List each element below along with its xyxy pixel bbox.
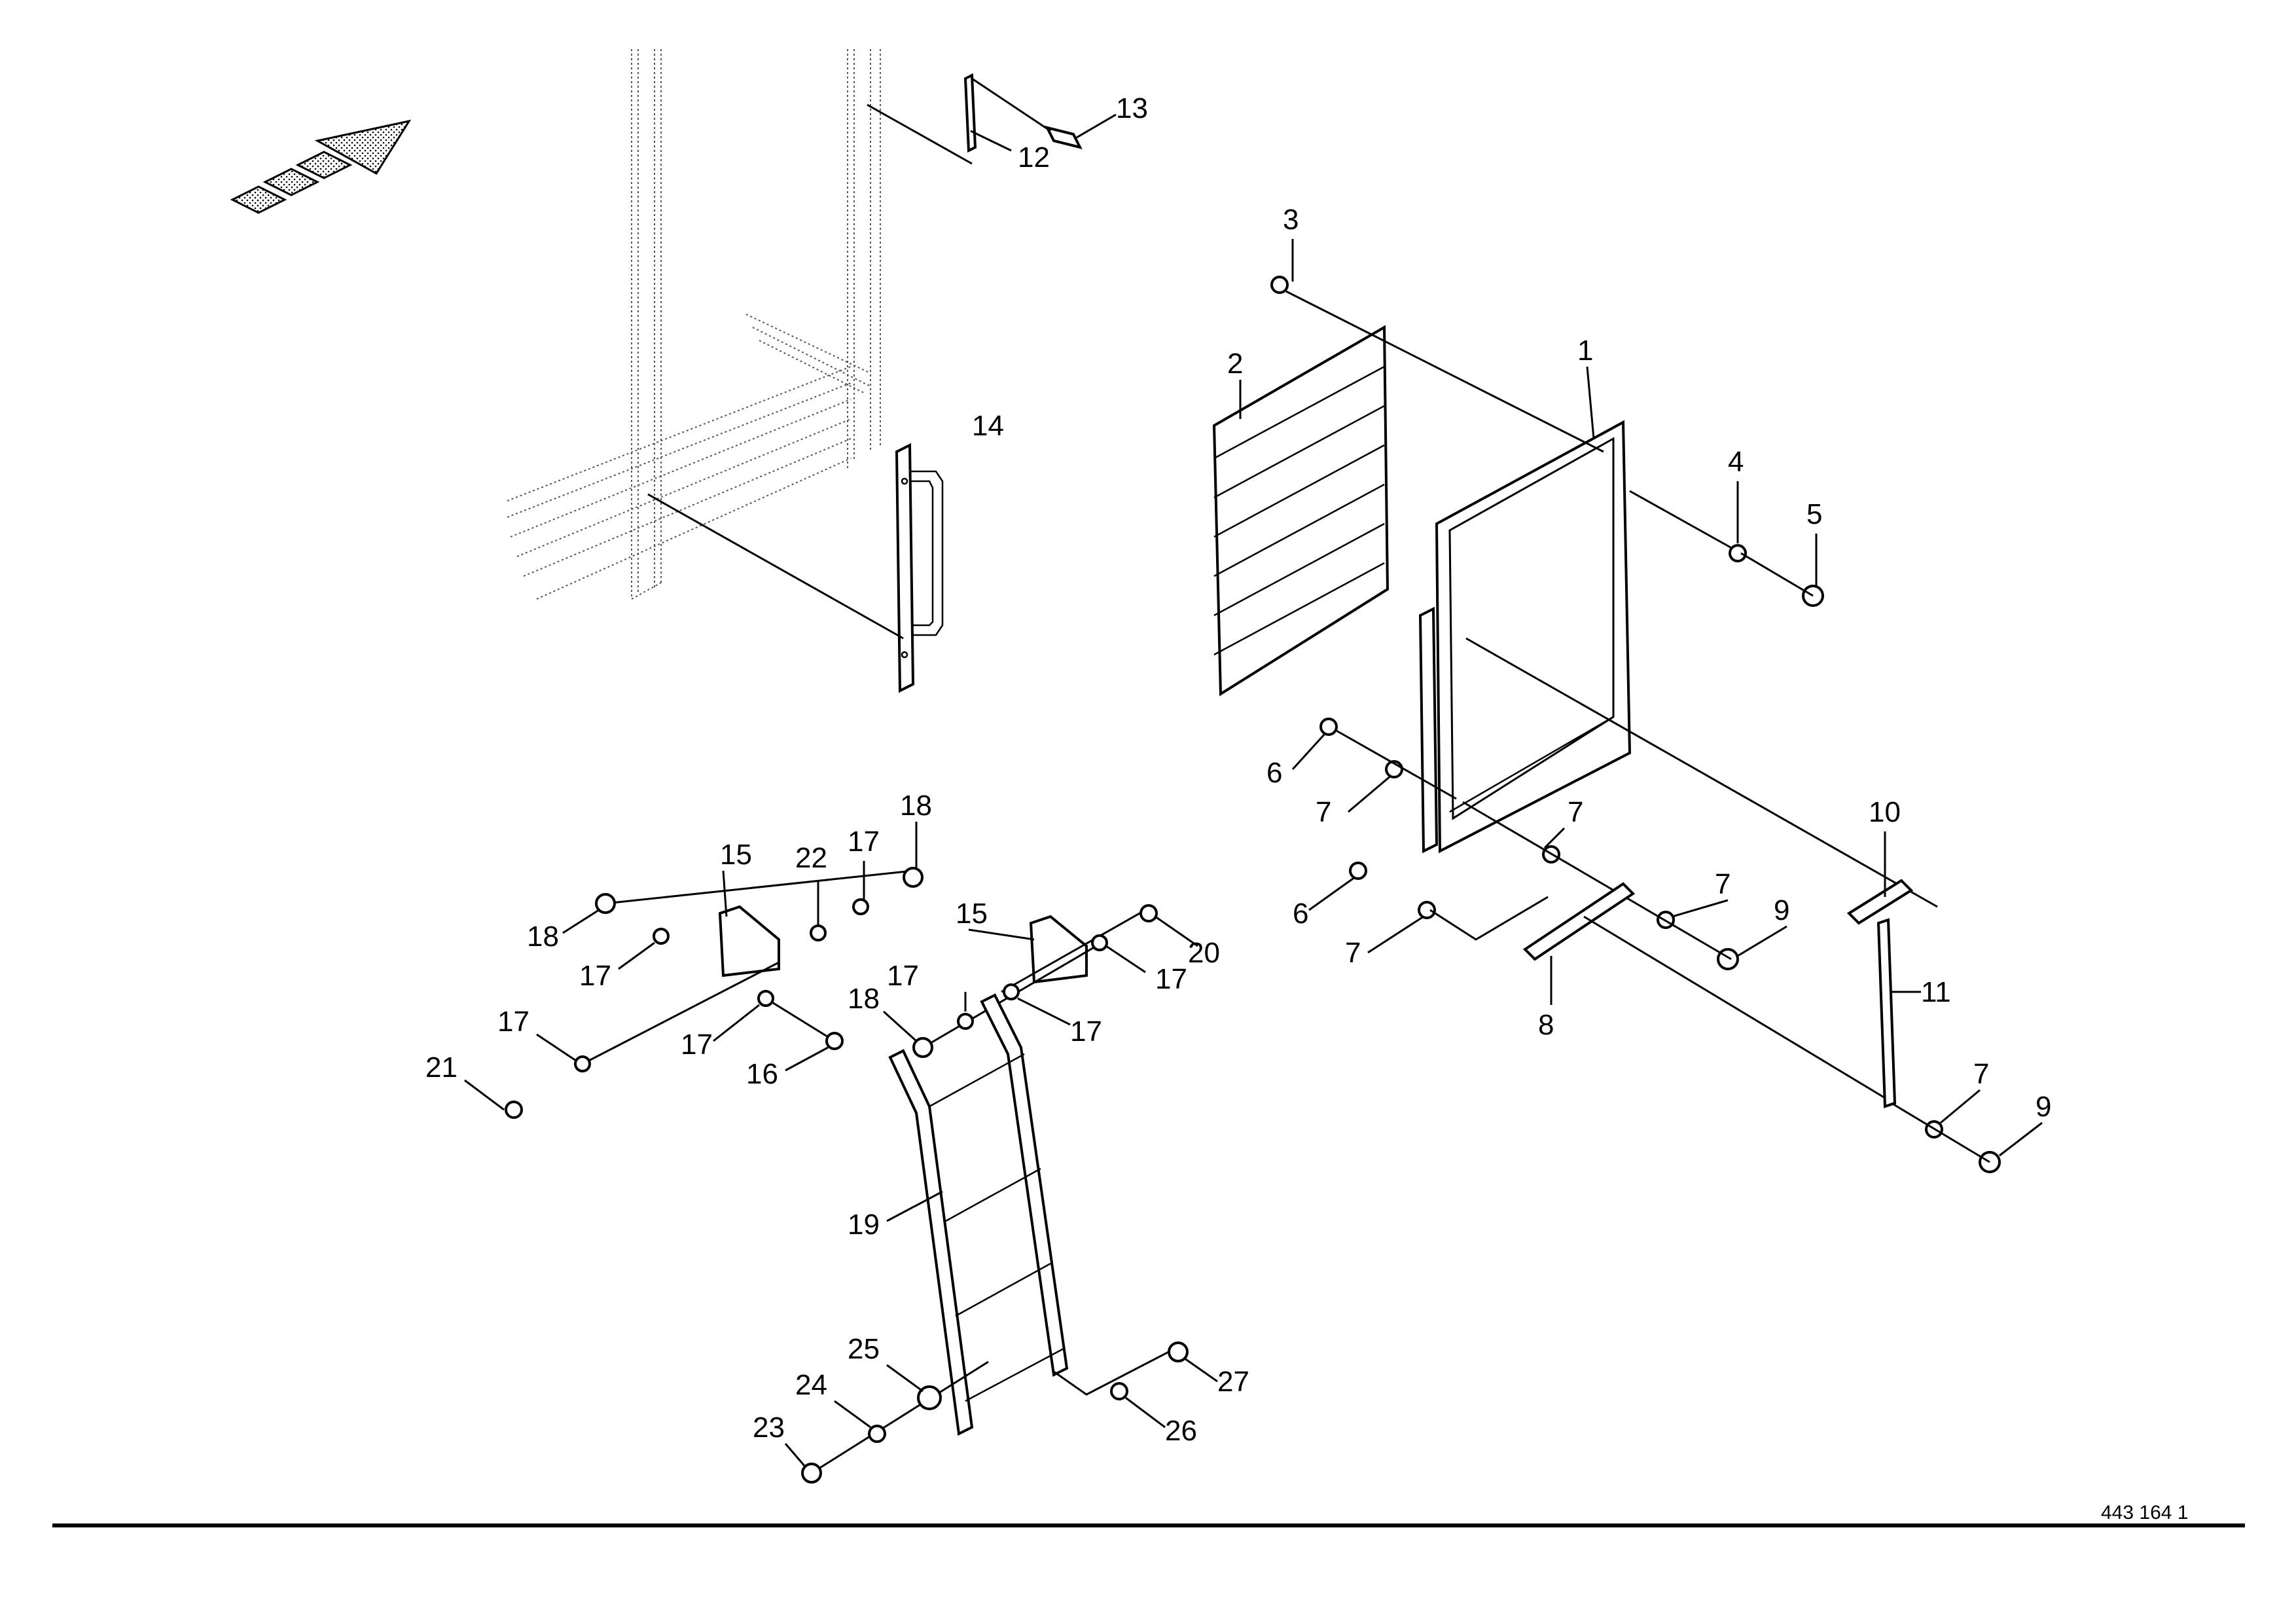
callout-7: 7 bbox=[1316, 796, 1331, 828]
callout-7: 7 bbox=[1568, 796, 1583, 828]
corrugated-cover-plate bbox=[1212, 325, 1390, 697]
drawing-number: 443 164 1 bbox=[2101, 1502, 2188, 1523]
callout-18: 18 bbox=[848, 983, 880, 1015]
callout-15: 15 bbox=[720, 839, 752, 871]
mounting-bracket-right bbox=[1029, 915, 1088, 984]
mounting-bracket-left bbox=[718, 905, 780, 977]
nut-icon bbox=[595, 893, 616, 914]
access-ladder bbox=[888, 993, 1069, 1436]
callout-27: 27 bbox=[1217, 1366, 1249, 1398]
washer-icon bbox=[1729, 544, 1747, 562]
nut-icon bbox=[1168, 1341, 1189, 1362]
callout-5: 5 bbox=[1806, 498, 1822, 530]
callout-7: 7 bbox=[1715, 868, 1731, 900]
bolt-icon bbox=[1139, 904, 1158, 922]
strap-link bbox=[1846, 879, 1914, 925]
direction-arrow-icon bbox=[230, 119, 412, 214]
callout-17: 17 bbox=[1070, 1015, 1102, 1048]
callout-21: 21 bbox=[425, 1051, 457, 1084]
step-frame bbox=[1418, 420, 1632, 854]
callout-3: 3 bbox=[1283, 204, 1299, 236]
callout-6: 6 bbox=[1293, 898, 1308, 930]
support-strap bbox=[1876, 918, 1897, 1108]
callout-24: 24 bbox=[795, 1369, 827, 1401]
bolt-icon bbox=[801, 1463, 822, 1484]
washer-icon bbox=[1110, 1382, 1128, 1400]
washer-icon bbox=[957, 1013, 974, 1030]
callout-8: 8 bbox=[1538, 1009, 1554, 1041]
callout-2: 2 bbox=[1227, 348, 1243, 380]
callout-leaders bbox=[464, 239, 2043, 1467]
washer-icon bbox=[574, 1055, 591, 1072]
callout-labels: 1 2 3 4 5 6 7 7 6 7 7 9 8 10 11 7 9 12 1… bbox=[425, 92, 2051, 1447]
callout-4: 4 bbox=[1728, 446, 1744, 478]
callout-17: 17 bbox=[681, 1029, 713, 1061]
callout-9: 9 bbox=[2036, 1091, 2051, 1123]
nut-icon bbox=[903, 867, 924, 888]
callout-17: 17 bbox=[1155, 963, 1187, 995]
vehicle-frame-outline bbox=[507, 49, 881, 600]
washer-icon bbox=[810, 924, 827, 941]
callout-11: 11 bbox=[1921, 976, 1951, 1008]
callout-9: 9 bbox=[1774, 894, 1789, 926]
bolt-icon bbox=[1349, 862, 1367, 880]
callout-17: 17 bbox=[887, 960, 919, 992]
callout-26: 26 bbox=[1165, 1415, 1197, 1447]
grab-handle-bracket bbox=[895, 443, 944, 693]
callout-22: 22 bbox=[795, 842, 827, 874]
callout-23: 23 bbox=[753, 1412, 785, 1444]
callout-17: 17 bbox=[497, 1006, 529, 1038]
washer-icon bbox=[1418, 901, 1436, 919]
large-washer-icon bbox=[917, 1385, 942, 1410]
callout-18: 18 bbox=[900, 790, 932, 822]
washer-icon bbox=[757, 990, 774, 1007]
callout-12: 12 bbox=[1018, 141, 1050, 173]
bolt-icon bbox=[825, 1032, 844, 1050]
callout-14: 14 bbox=[972, 410, 1004, 442]
washer-icon bbox=[653, 928, 670, 945]
washer-icon bbox=[852, 898, 869, 915]
callout-15: 15 bbox=[956, 898, 988, 930]
callout-19: 19 bbox=[848, 1209, 880, 1241]
link-plate bbox=[1522, 882, 1636, 961]
callout-1: 1 bbox=[1577, 335, 1593, 367]
callout-18: 18 bbox=[527, 921, 559, 953]
callout-17: 17 bbox=[579, 960, 611, 992]
bolt-icon bbox=[1319, 718, 1338, 736]
callout-17: 17 bbox=[848, 826, 880, 858]
washer-icon bbox=[1091, 934, 1108, 951]
callout-16: 16 bbox=[746, 1058, 778, 1090]
nut-icon bbox=[912, 1037, 933, 1058]
callout-25: 25 bbox=[848, 1333, 880, 1365]
callout-7: 7 bbox=[1345, 937, 1361, 969]
bolt-icon bbox=[505, 1101, 523, 1119]
washer-icon bbox=[868, 1425, 886, 1443]
callout-10: 10 bbox=[1869, 796, 1901, 828]
washer-icon bbox=[1003, 983, 1020, 1000]
callout-20: 20 bbox=[1188, 937, 1220, 969]
bolt-icon bbox=[1270, 276, 1289, 294]
callout-13: 13 bbox=[1116, 92, 1148, 124]
callout-7: 7 bbox=[1973, 1058, 1989, 1090]
callout-6: 6 bbox=[1266, 757, 1282, 789]
